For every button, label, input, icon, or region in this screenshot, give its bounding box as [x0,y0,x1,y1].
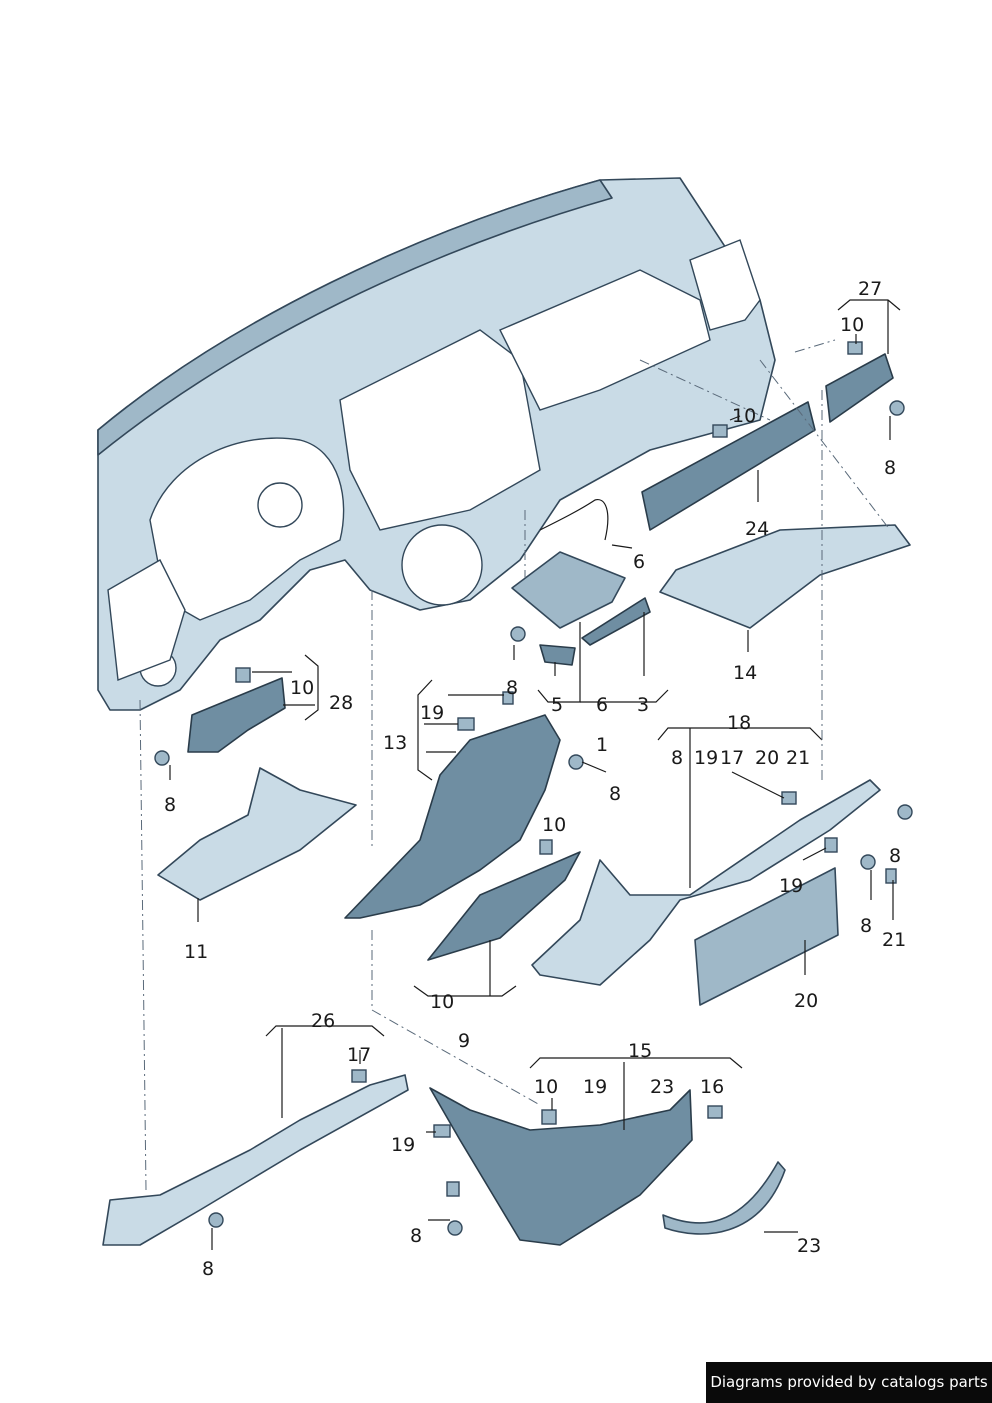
clip-19-icon [446,1181,460,1197]
label-16: 16 [700,1076,724,1098]
screw-8-icon [568,754,584,770]
clip-10-icon [541,1109,557,1125]
clip-19-icon [433,1124,451,1138]
part-20-storage-net [694,867,839,1006]
label-8: 8 [609,783,621,805]
screw-8-icon [897,804,913,820]
part-15-steering-column-trim [429,1087,693,1246]
clip-8-icon [502,691,514,705]
label-14: 14 [733,662,757,684]
label-8: 8 [202,1258,214,1280]
label-21: 21 [786,747,810,769]
screw-8-icon [447,1220,463,1236]
label-23: 23 [797,1235,821,1257]
label-17: 17 [720,747,744,769]
footer-credit: Diagrams provided by catalogs parts [706,1362,992,1403]
label-20: 20 [755,747,779,769]
label-13: 13 [383,732,407,754]
label-18: 18 [727,712,751,734]
label-11: 11 [184,941,208,963]
part-27-side-trim [825,353,894,423]
label-15: 15 [628,1040,652,1062]
label-1: 1 [596,734,608,756]
label-5: 5 [551,694,563,716]
screw-8-icon [154,750,170,766]
label-23: 23 [650,1076,674,1098]
label-19: 19 [391,1134,415,1156]
clip-10-icon [847,341,863,355]
part-18-kick-panel [531,779,881,986]
label-6: 6 [596,694,608,716]
clip-19-icon [824,837,838,853]
clip-17-icon [781,791,797,805]
label-19: 19 [583,1076,607,1098]
label-3: 3 [637,694,649,716]
label-27: 27 [858,278,882,300]
leader-lines [169,299,901,1250]
clip-10-icon [235,667,251,683]
alignment-dash-lines [139,339,891,1191]
screw-8-icon [208,1212,224,1228]
label-8: 8 [506,677,518,699]
label-10: 10 [542,814,566,836]
label-8: 8 [164,794,176,816]
part-5-bracket [539,644,576,666]
label-8: 8 [671,747,683,769]
part-26-lower-trim [102,1074,409,1246]
label-9: 9 [458,1030,470,1052]
screw-8-icon [889,400,905,416]
clip-10-icon [712,424,728,438]
label-20: 20 [794,990,818,1012]
label-26: 26 [311,1010,335,1032]
part-9-trim-panel [427,851,581,961]
clip-17-icon [351,1069,367,1083]
label-17: 17 [347,1044,371,1066]
label-8: 8 [884,457,896,479]
label-21: 21 [882,929,906,951]
part-11-panel [157,767,357,901]
label-10: 10 [840,314,864,336]
label-6: 6 [633,551,645,573]
part-14-cover [659,524,911,629]
part-13-lower-trim [344,714,561,919]
clip-16-icon [707,1105,723,1119]
dashboard-panel [97,177,776,711]
screw-8-icon [510,626,526,642]
part-3-storage-box [511,551,626,629]
label-8: 8 [860,915,872,937]
clip-21-icon [885,868,897,884]
part-3-lid [581,597,651,646]
label-19: 19 [779,875,803,897]
label-10: 10 [534,1076,558,1098]
label-8: 8 [410,1225,422,1247]
label-10: 10 [430,991,454,1013]
part-24-trim-strip [641,401,816,531]
clip-10-icon [539,839,553,855]
label-24: 24 [745,518,769,540]
screw-8-icon [860,854,876,870]
part-6-cable [539,499,609,541]
fasteners [154,341,913,1236]
part-28-cover [187,677,286,753]
label-28: 28 [329,692,353,714]
clip-19-icon [457,717,475,731]
label-19: 19 [694,747,718,769]
part-23-seal [662,1161,786,1235]
label-10: 10 [290,677,314,699]
part-labels: 27 10 8 10 24 6 14 10 28 8 5 6 3 19 13 1… [164,278,906,1280]
label-10: 10 [732,405,756,427]
label-8: 8 [889,845,901,867]
label-19: 19 [420,702,444,724]
